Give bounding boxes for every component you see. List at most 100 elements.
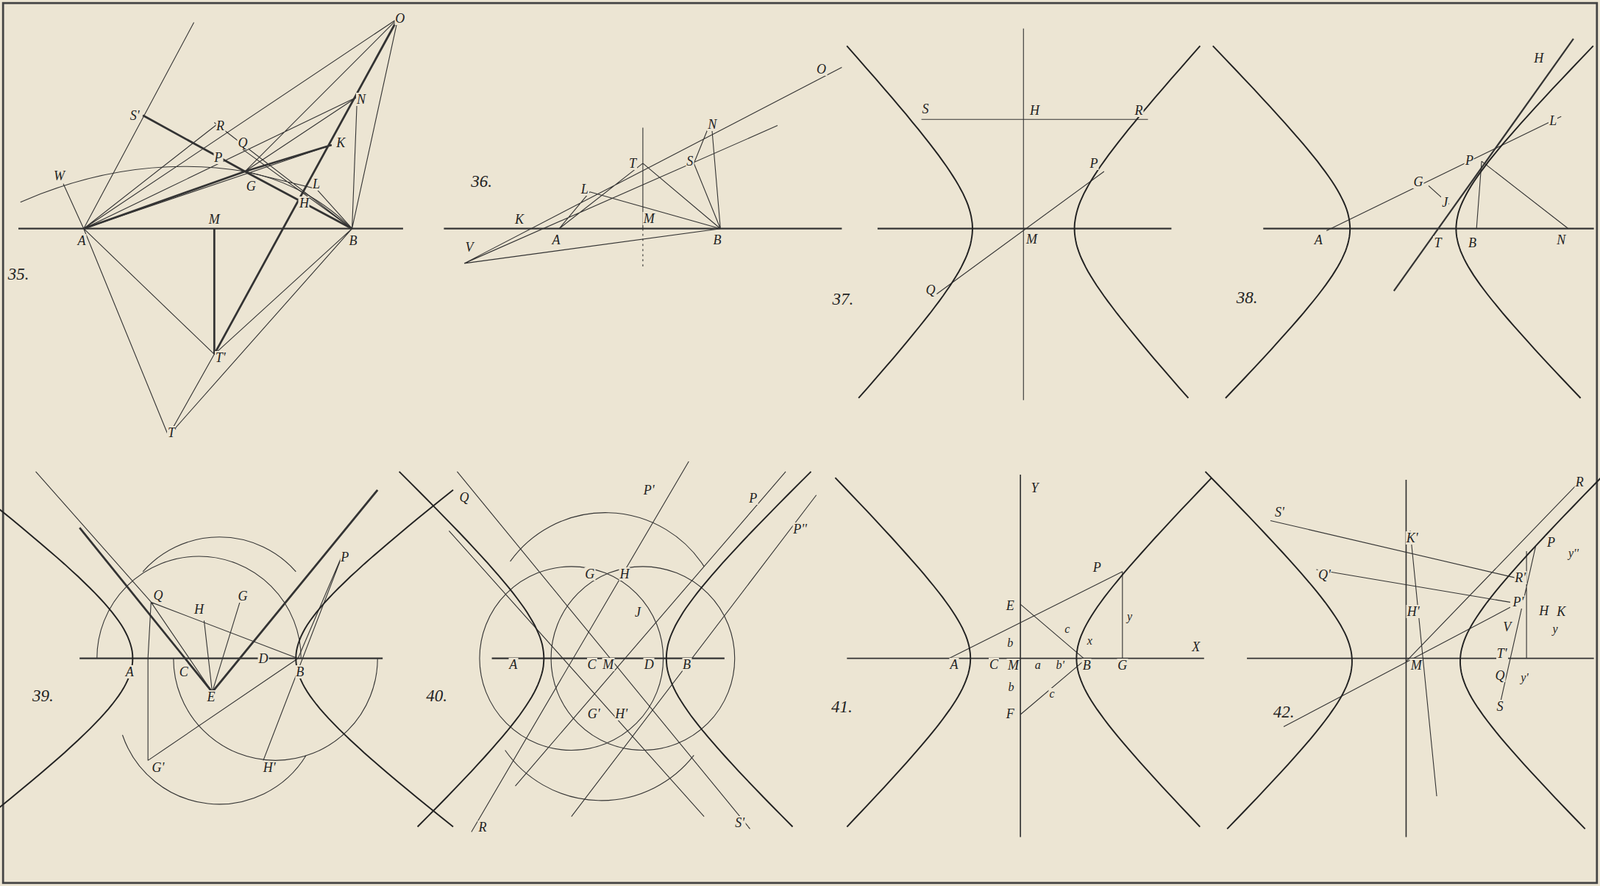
point-label: C <box>586 657 597 671</box>
point-label: H' <box>262 760 277 774</box>
point-label: Q <box>153 588 165 602</box>
point-label: P' <box>1512 595 1525 609</box>
point-label: A <box>1313 233 1324 247</box>
point-label: M <box>601 657 615 671</box>
hyperbola-branch <box>1455 45 1593 398</box>
point-label: b <box>1007 681 1016 693</box>
point-label: P' <box>642 483 656 497</box>
construction-lines <box>18 18 1595 837</box>
point-label: T' <box>214 350 227 365</box>
point-label: A <box>551 233 562 247</box>
point-label: G' <box>587 706 602 721</box>
point-label: P <box>213 150 223 165</box>
point-label: R <box>478 820 488 834</box>
figure-number: 35. <box>7 264 31 282</box>
point-label: M <box>1007 658 1020 672</box>
point-label: H <box>1538 603 1550 618</box>
point-label: B <box>681 657 692 671</box>
hyperbola-branch <box>666 471 812 827</box>
point-label: Q <box>925 283 937 297</box>
figure-number: 42. <box>1272 702 1296 720</box>
point-label: F <box>1005 706 1016 721</box>
point-label: O <box>815 62 827 76</box>
point-label: L <box>1548 114 1558 128</box>
hyperbola-branch <box>295 489 454 827</box>
point-label: y' <box>1519 671 1530 684</box>
point-label: N <box>706 117 718 131</box>
point-label: b' <box>1054 659 1065 671</box>
point-label: P <box>1464 153 1475 167</box>
point-label: K <box>335 136 346 150</box>
point-label: R <box>215 119 226 133</box>
point-label: P <box>1089 156 1100 170</box>
figure-number: 36. <box>470 172 493 190</box>
point-label: M <box>1025 232 1038 246</box>
point-label: W <box>52 169 66 183</box>
point-label: H <box>298 196 310 210</box>
point-label: V <box>464 240 475 254</box>
point-label: G <box>584 567 596 581</box>
point-label: T <box>1433 236 1442 250</box>
point-label: H' <box>614 706 629 721</box>
point-label: A <box>949 657 960 671</box>
point-label: B <box>1467 236 1478 250</box>
point-label: R <box>1134 103 1144 117</box>
point-label: S' <box>129 108 141 123</box>
point-label: D <box>257 651 269 666</box>
point-label: S' <box>1274 505 1286 519</box>
hyperbola-branch <box>834 477 971 827</box>
figure-number: 39. <box>31 686 55 704</box>
point-label: B <box>712 233 723 247</box>
point-label: S' <box>734 815 746 830</box>
point-label: R <box>1574 475 1585 489</box>
point-label: O <box>394 11 406 26</box>
point-label: G <box>1116 658 1128 672</box>
point-label: P <box>339 550 350 564</box>
point-label: G <box>1413 175 1425 189</box>
point-label: x <box>1086 634 1094 647</box>
point-label: M <box>642 211 656 226</box>
point-label: T' <box>1496 646 1509 660</box>
point-label: c <box>1049 687 1056 700</box>
hyperbola-branch <box>846 45 973 398</box>
point-label: H <box>193 602 205 616</box>
point-label: N <box>356 92 367 106</box>
point-label: N <box>1555 233 1567 247</box>
point-label: M <box>1410 658 1423 672</box>
point-label: S <box>921 102 930 116</box>
hyperbola-branch <box>1204 471 1352 829</box>
point-label: Q <box>1494 668 1506 682</box>
figure-number: 41. <box>830 697 854 715</box>
point-label: A <box>125 665 135 679</box>
point-label: K <box>1555 604 1567 618</box>
point-label: J <box>634 605 642 619</box>
point-label: K <box>514 212 525 226</box>
hyperbola-branch <box>1460 471 1600 829</box>
point-label: H' <box>1406 604 1421 618</box>
point-label: V <box>1502 620 1512 634</box>
point-label: P <box>1092 560 1102 574</box>
point-label: H <box>618 567 630 581</box>
point-label: H <box>1029 103 1041 117</box>
point-label: P'' <box>792 522 808 536</box>
point-label: y <box>1551 623 1559 635</box>
point-label: G <box>237 589 249 603</box>
point-label: Q <box>459 490 471 504</box>
point-label: S <box>1496 699 1505 713</box>
point-label: L <box>311 177 321 191</box>
point-label: Q <box>237 136 249 150</box>
point-label: E <box>206 690 217 704</box>
point-label: T <box>628 156 638 170</box>
point-label: a <box>1034 659 1042 671</box>
hyperbola-branch <box>399 471 545 827</box>
point-label: c <box>1063 623 1071 635</box>
point-label: Y <box>1029 481 1039 495</box>
hyperbola-branch <box>1213 45 1350 398</box>
point-label: G' <box>151 760 166 774</box>
point-label: J <box>1441 195 1449 209</box>
hyperbola-branch <box>1076 477 1212 827</box>
hyperbola-branch <box>1074 45 1201 398</box>
point-label: b <box>1006 637 1014 649</box>
point-label: H <box>1533 51 1545 65</box>
